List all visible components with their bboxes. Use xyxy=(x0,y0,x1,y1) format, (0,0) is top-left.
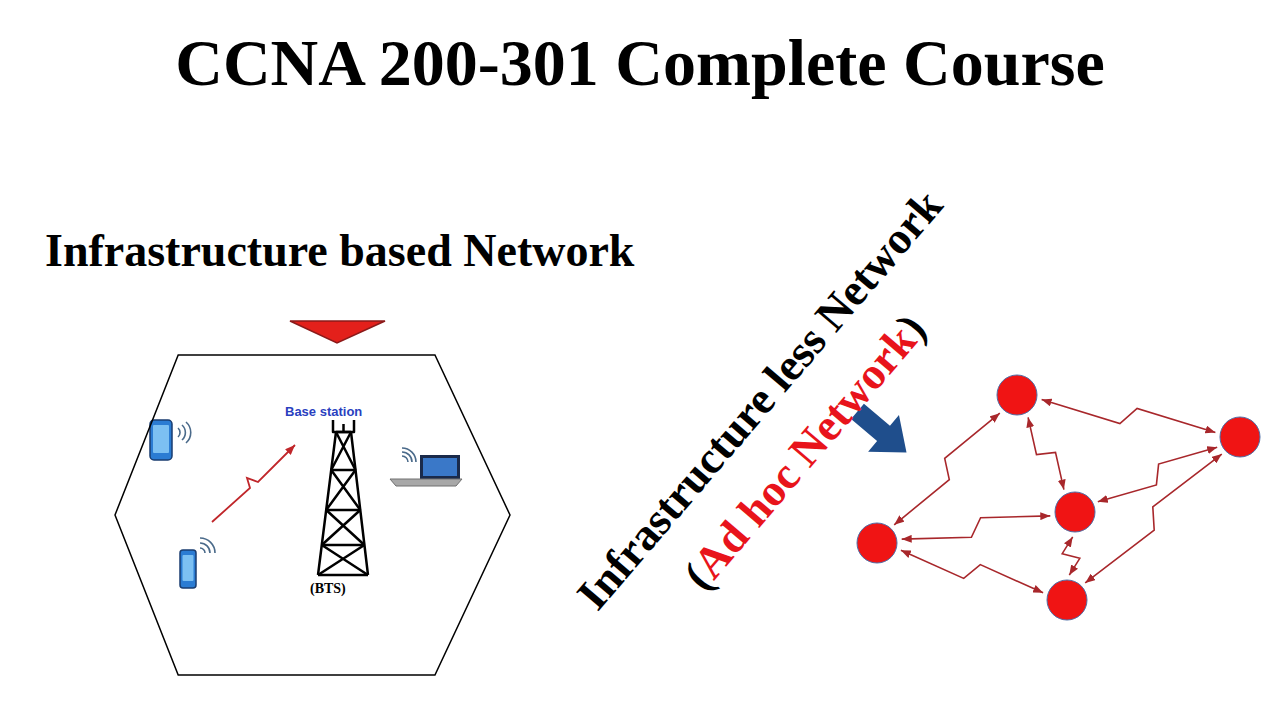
adhoc-node-shape xyxy=(1047,580,1087,620)
network-cell: Infrastructure based NetworkBase station… xyxy=(115,355,510,675)
tower-label: (BTS) xyxy=(310,582,346,596)
adhoc-node xyxy=(1046,579,1088,621)
adhoc-node-shape xyxy=(1055,492,1095,532)
wireless-link xyxy=(901,550,1043,593)
wireless-link xyxy=(1042,400,1216,433)
laptop-icon xyxy=(390,448,462,486)
wireless-link xyxy=(894,413,1000,525)
wireless-link xyxy=(1085,454,1222,583)
adhoc-node-shape xyxy=(1220,417,1260,457)
network-cell-shape xyxy=(115,355,510,675)
node-circle xyxy=(856,522,898,564)
adhoc-node xyxy=(1054,491,1096,533)
network-heading: Infrastructure based Network xyxy=(45,228,634,274)
wireless-link xyxy=(1098,447,1217,501)
wireless-link xyxy=(902,516,1051,539)
tower-label: Base station xyxy=(285,405,362,418)
node-circle xyxy=(1219,416,1261,458)
adhoc-node-shape xyxy=(997,375,1037,415)
node-circle xyxy=(1046,579,1088,621)
phone-icon xyxy=(150,420,191,460)
hexagon-outline xyxy=(115,355,510,675)
adhoc-node xyxy=(1219,416,1261,458)
adhoc-node xyxy=(856,522,898,564)
phone-icon xyxy=(180,538,215,588)
node-circle xyxy=(1054,491,1096,533)
node-circle xyxy=(996,374,1038,416)
adhoc-node xyxy=(996,374,1038,416)
wireless-link xyxy=(1062,537,1080,575)
adhoc-node-shape xyxy=(857,523,897,563)
wireless-link xyxy=(1028,417,1064,489)
signal-arrow xyxy=(212,445,295,522)
diagram-title: CCNA 200-301 Complete Course xyxy=(0,30,1280,96)
pointer-arrow xyxy=(290,321,385,343)
tower-symbol xyxy=(318,420,368,575)
